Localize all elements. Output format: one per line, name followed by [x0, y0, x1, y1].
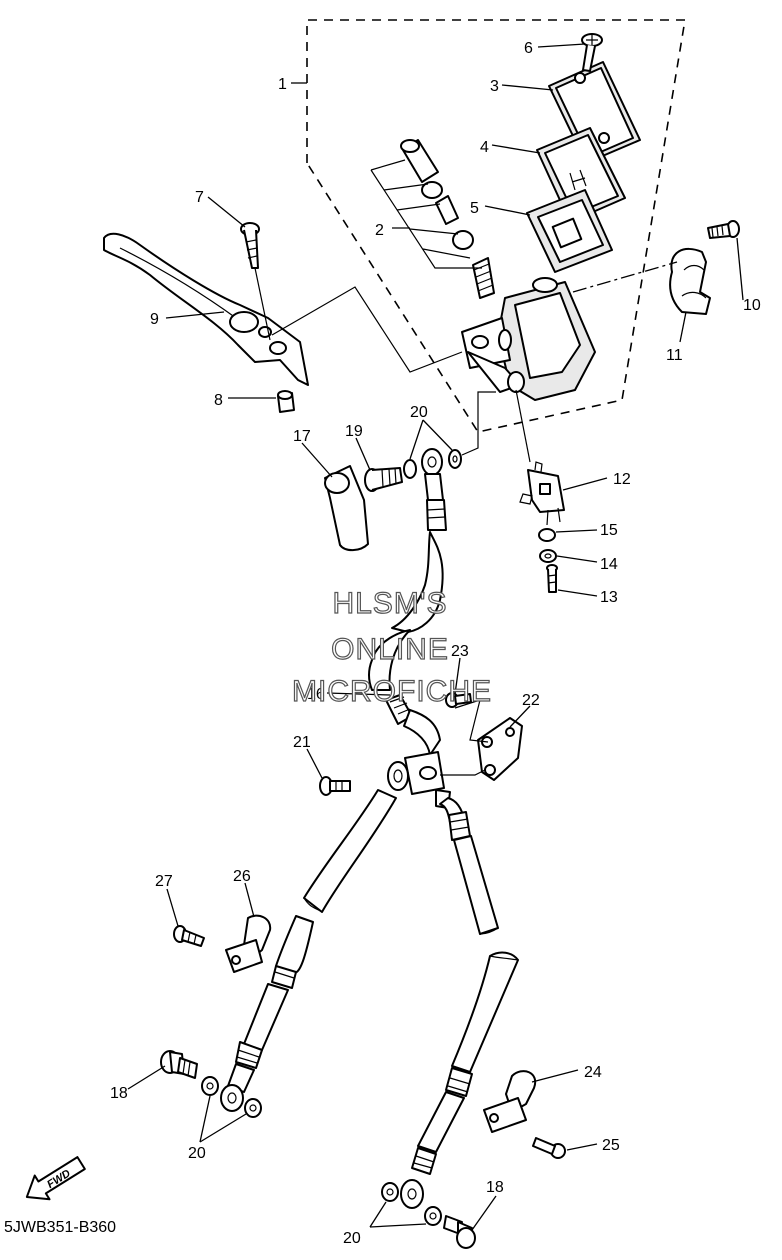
union-bolt-cap: [324, 465, 369, 552]
callout-2: 2: [375, 222, 384, 239]
callout-18a: 18: [110, 1085, 128, 1102]
joint-bolt: [319, 776, 351, 796]
gasket: [381, 1182, 399, 1202]
callout-14: 14: [600, 556, 618, 573]
rubber-boot: [538, 528, 556, 542]
callout-1: 1: [278, 76, 287, 93]
watermark-line-1: HLSM'S: [332, 587, 447, 620]
washer: [539, 549, 557, 563]
callout-26: 26: [233, 868, 251, 885]
callout-13: 13: [600, 589, 618, 606]
switch-screw: [546, 564, 558, 593]
piston-kit: [400, 139, 495, 299]
hose-clamp-right: [483, 1070, 537, 1133]
union-bolt-left: [160, 1050, 198, 1079]
clamp-bolt: [173, 925, 205, 947]
master-cylinder-body: [461, 277, 596, 401]
watermark-line-2: ONLINE: [331, 633, 449, 666]
handlebar-holder: [669, 247, 711, 315]
cap-screw: [581, 33, 603, 72]
union-bolt: [364, 467, 403, 492]
gasket: [201, 1076, 219, 1096]
brake-hose-right: [400, 797, 519, 1209]
brake-lever: [103, 232, 309, 386]
callout-3: 3: [490, 78, 499, 95]
gasket: [424, 1206, 442, 1226]
callout-19: 19: [345, 423, 363, 440]
watermark-line-3: MICROFICHE: [292, 675, 492, 708]
callout-23: 23: [451, 643, 469, 660]
holder-bolt: [707, 220, 740, 239]
union-bolt-right: [443, 1215, 476, 1249]
callout-numbers: 1 2 3 4 5 6 7 8 9 10 11 12 13 14 15 16 1…: [110, 40, 761, 1247]
callout-18b: 18: [486, 1179, 504, 1196]
three-way-joint: [387, 751, 451, 809]
diagram-code: 5JWB351-B360: [4, 1219, 116, 1236]
brake-hose-left: [220, 789, 397, 1112]
callout-15: 15: [600, 522, 618, 539]
pivot-nut: [277, 390, 295, 413]
callout-12: 12: [613, 471, 631, 488]
gasket: [244, 1098, 262, 1118]
callout-9: 9: [150, 311, 159, 328]
callout-27: 27: [155, 873, 173, 890]
callout-24: 24: [584, 1064, 602, 1081]
gasket: [448, 449, 462, 469]
callout-25: 25: [602, 1137, 620, 1154]
callout-8: 8: [214, 392, 223, 409]
diaphragm: [526, 189, 613, 273]
callout-4: 4: [480, 139, 489, 156]
watermark: HLSM'S ONLINE MICROFICHE: [291, 586, 492, 708]
callout-6: 6: [524, 40, 533, 57]
callout-20a: 20: [410, 404, 428, 421]
callout-20b: 20: [188, 1145, 206, 1162]
leader-lines: [127, 43, 744, 1231]
callout-11: 11: [666, 347, 683, 364]
callout-22: 22: [522, 692, 540, 709]
brake-hose-upper: [368, 448, 447, 756]
hose-clamp-left: [225, 914, 272, 973]
callout-20c: 20: [343, 1230, 361, 1247]
callout-7: 7: [195, 189, 204, 206]
callout-16: 16: [307, 686, 325, 703]
callout-5: 5: [470, 200, 479, 217]
assembly-boundary: [306, 19, 686, 433]
callout-21: 21: [293, 734, 311, 751]
clamp-bolt-right: [532, 1137, 566, 1159]
callout-10: 10: [743, 297, 761, 314]
callout-17: 17: [293, 428, 311, 445]
pivot-bolt: [240, 222, 260, 269]
fwd-arrow: FWD: [25, 1156, 86, 1201]
brake-light-switch: [519, 461, 565, 526]
gasket: [403, 459, 417, 479]
bracket-bolt: [445, 692, 472, 708]
diaphragm-plate: [536, 127, 626, 223]
